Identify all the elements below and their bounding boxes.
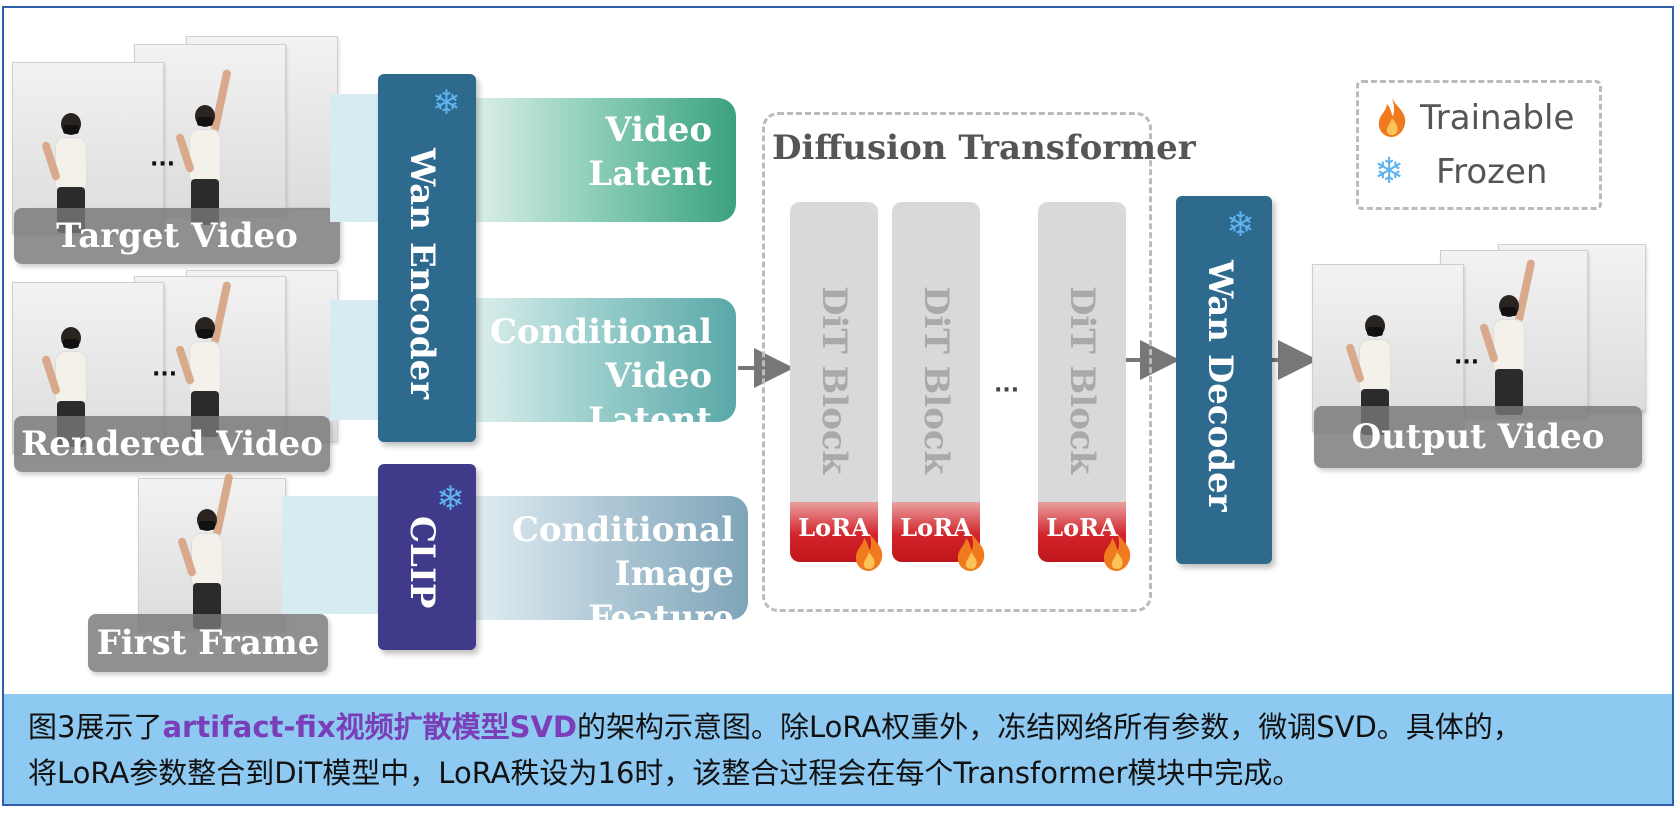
clip-label: CLIP [402, 516, 442, 609]
first-frame-label: First Frame [88, 614, 328, 672]
lora-adapter: LoRA [892, 502, 980, 562]
video-latent-band: Video Latent [470, 98, 736, 222]
flame-icon [1378, 98, 1406, 137]
target-video-ellipsis: ··· [150, 152, 176, 177]
wan-encoder-label: Wan Encoder [402, 148, 442, 400]
dit-block-n: DiT Block LoRA [1038, 202, 1126, 562]
cond-video-line2: Video Latent [588, 356, 712, 440]
first-frame-image [138, 472, 286, 630]
rendered-video-label: Rendered Video [14, 416, 330, 472]
caption-line-2: 将LoRA参数整合到DiT模型中，LoRA秩设为16时，该整合过程会在每个Tra… [28, 756, 1302, 790]
dit-block-label: DiT Block [916, 286, 956, 475]
snowflake-icon: ❄ [1374, 151, 1405, 192]
clip-block: ❄ CLIP [378, 464, 476, 650]
snowflake-icon: ❄ [1226, 205, 1255, 245]
target-video-label: Target Video [14, 208, 340, 264]
cond-image-line2: Image Feature [588, 554, 734, 638]
caption-part2: 的架构示意图。除LoRA权重外，冻结网络所有参数，微调SVD。具体的， [577, 710, 1522, 744]
snowflake-icon: ❄ [432, 83, 461, 123]
rendered-band-connector [330, 300, 380, 420]
cond-image-line1: Conditional [511, 510, 734, 550]
caption-highlight: artifact-fix视频扩散模型SVD [162, 710, 578, 744]
dit-block-label: DiT Block [1062, 286, 1102, 475]
target-video-frame-1 [12, 62, 164, 234]
person-figure [175, 280, 232, 437]
dit-ellipsis: ··· [994, 378, 1020, 403]
wan-decoder-label: Wan Decoder [1200, 260, 1240, 512]
legend-trainable-label: Trainable [1420, 98, 1575, 138]
lora-adapter: LoRA [790, 502, 878, 562]
first-frame-band-connector [282, 496, 382, 614]
person-figure [177, 472, 234, 629]
output-video-frame-2 [1440, 250, 1588, 418]
cond-video-line1: Conditional [489, 312, 712, 352]
wan-decoder-block: ❄ Wan Decoder [1176, 196, 1272, 564]
output-video-label: Output Video [1314, 406, 1642, 468]
figure-caption: 图3展示了artifact-fix视频扩散模型SVD的架构示意图。除LoRA权重… [4, 694, 1672, 804]
person-figure [175, 68, 232, 225]
wan-encoder-block: ❄ Wan Encoder [378, 74, 476, 442]
lora-adapter: LoRA [1038, 502, 1126, 562]
video-latent-line2: Latent [588, 154, 712, 194]
flame-icon [957, 532, 985, 571]
cond-image-feature-band: Conditional Image Feature [470, 496, 748, 638]
rendered-video-ellipsis: ··· [152, 362, 178, 387]
target-band-connector [330, 94, 380, 222]
output-video-frame-1 [1312, 264, 1464, 435]
flame-icon [1103, 532, 1131, 571]
diffusion-transformer-title: Diffusion Transformer [772, 128, 1196, 168]
flame-icon [855, 532, 883, 571]
caption-part1: 图3展示了 [28, 710, 163, 744]
caption-line-1: 图3展示了artifact-fix视频扩散模型SVD的架构示意图。除LoRA权重… [28, 704, 1648, 750]
video-latent-line1: Video [605, 110, 712, 150]
cond-video-latent-band: Conditional Video Latent [470, 298, 736, 440]
snowflake-icon: ❄ [436, 479, 465, 519]
legend-box [1356, 80, 1602, 210]
dit-block-1: DiT Block LoRA [790, 202, 878, 562]
dit-block-2: DiT Block LoRA [892, 202, 980, 562]
person-figure [1479, 258, 1536, 415]
dit-block-label: DiT Block [814, 286, 854, 475]
diffusion-transformer-box [762, 112, 1152, 612]
output-video-ellipsis: ··· [1454, 350, 1480, 375]
legend-frozen-label: Frozen [1436, 152, 1548, 192]
